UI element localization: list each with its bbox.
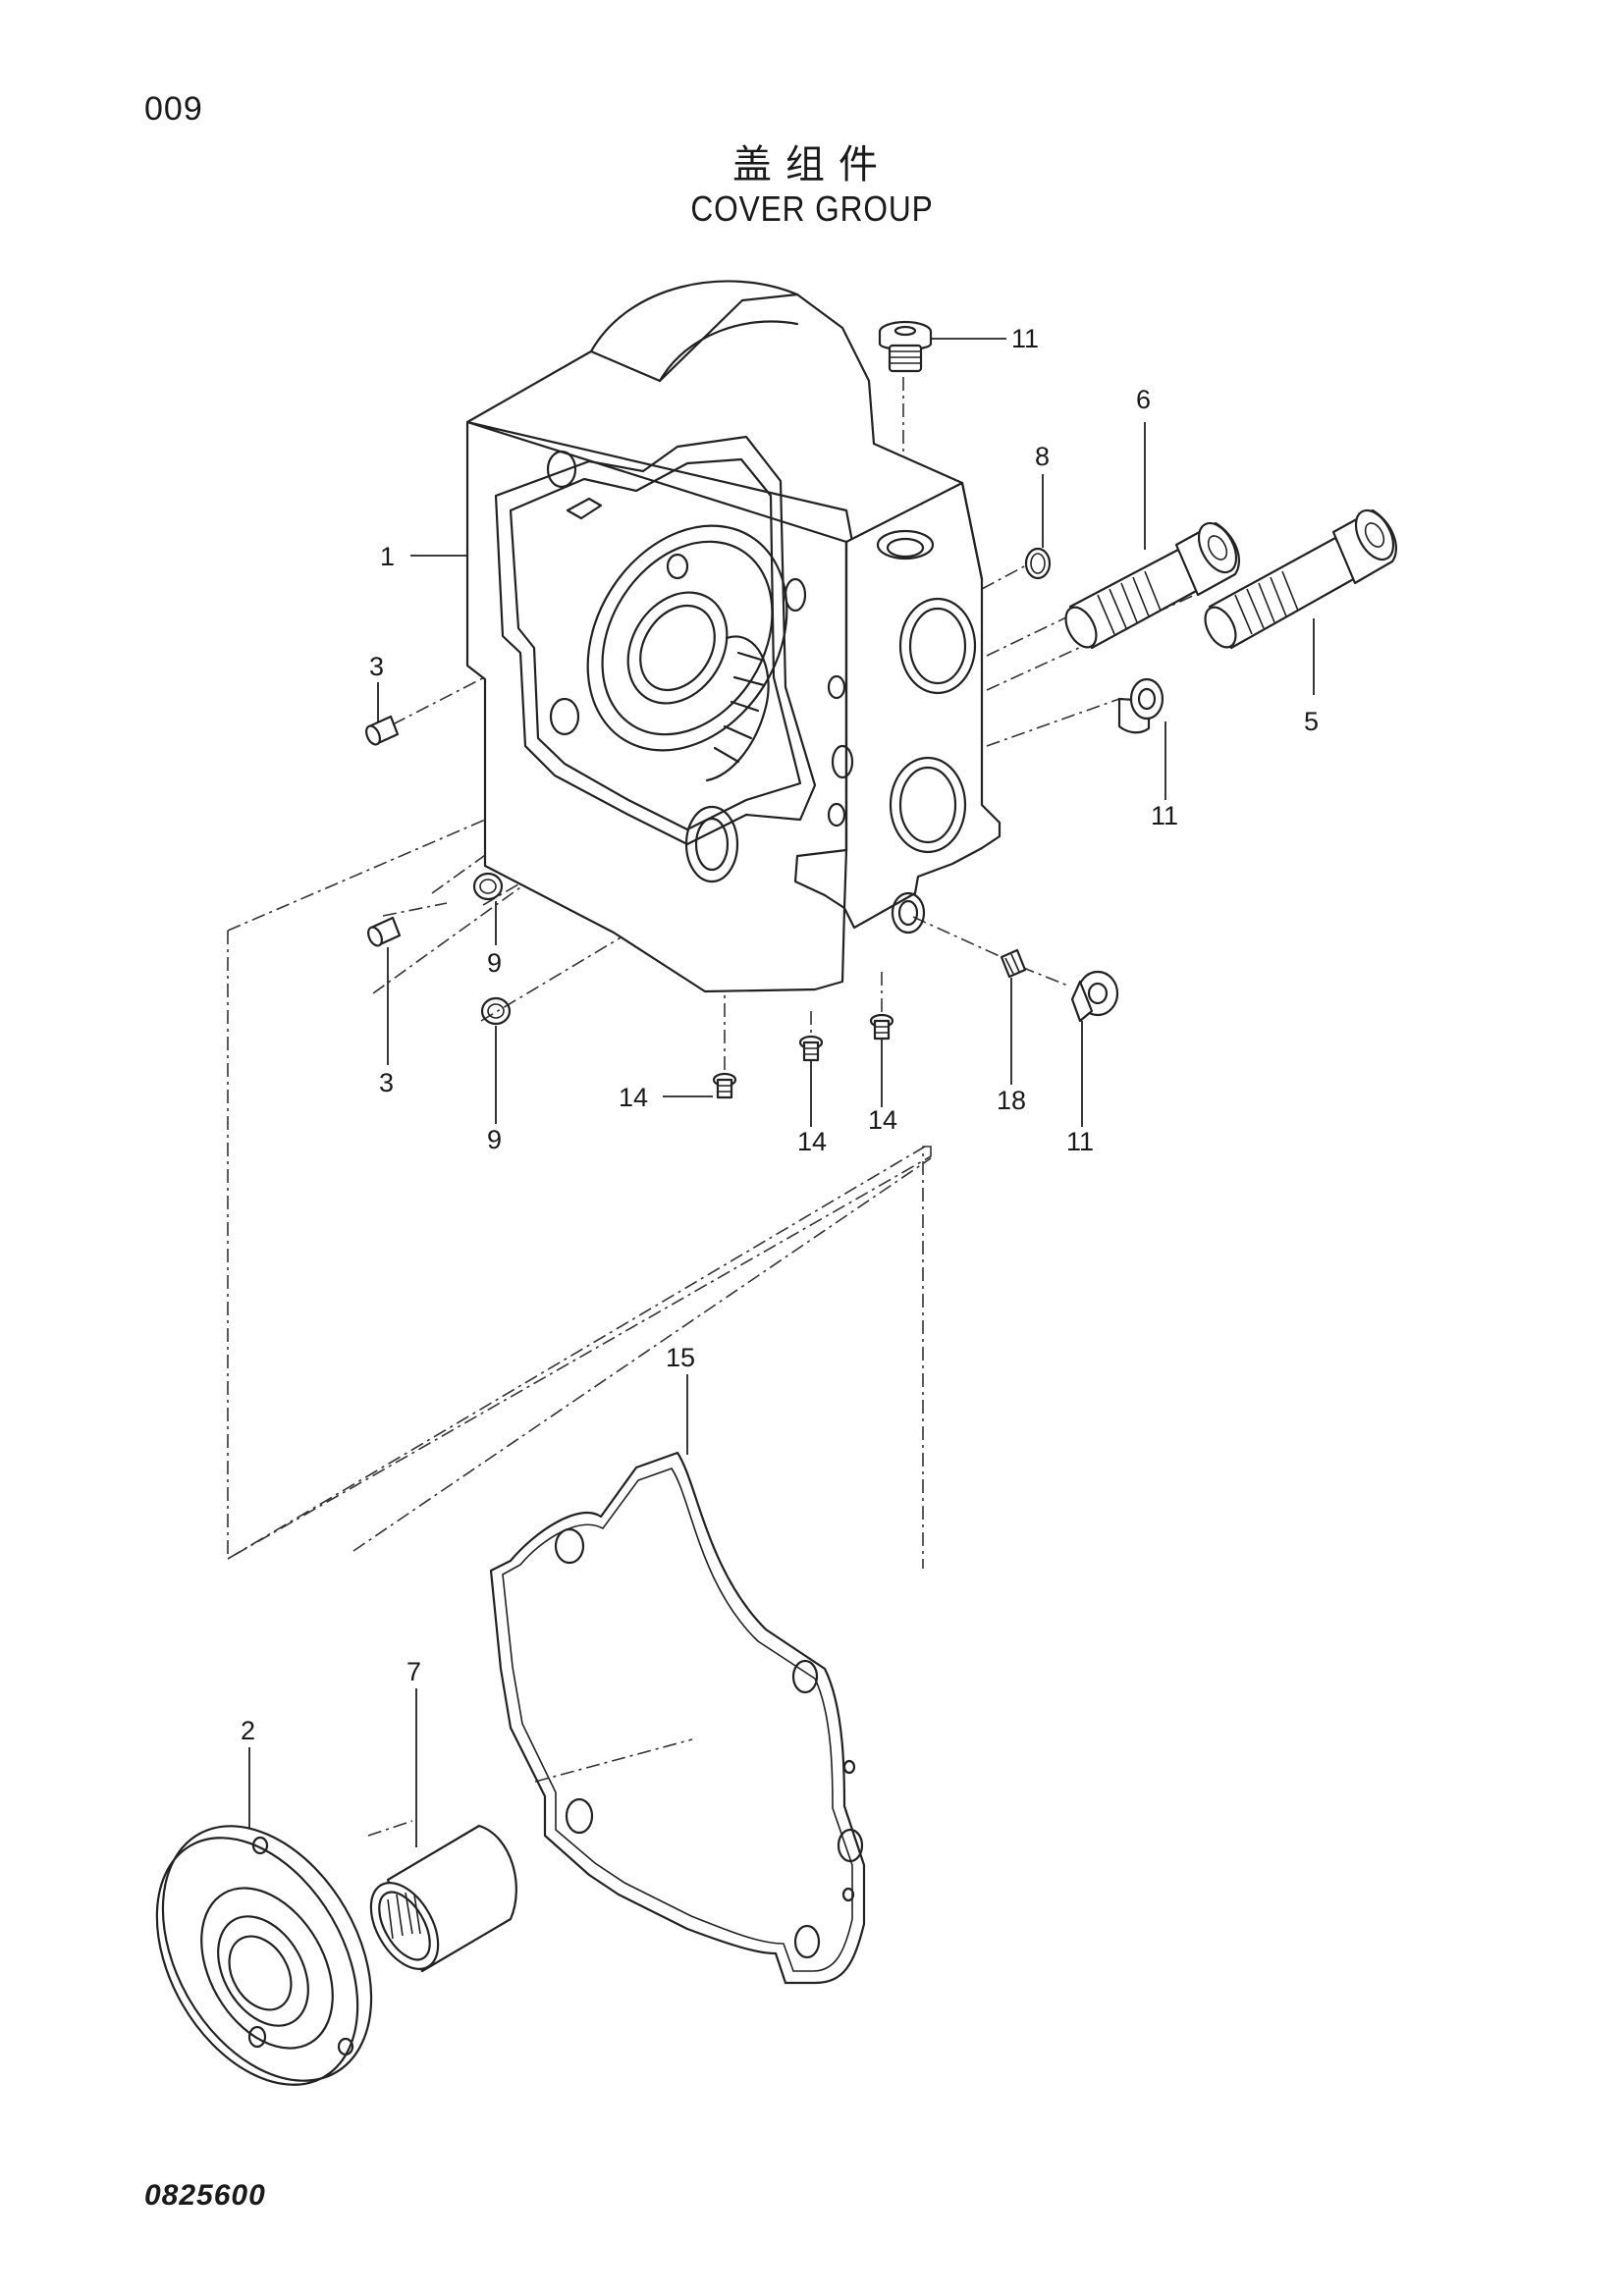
plug-top (878, 320, 933, 373)
callout-9-lower: 9 (487, 1125, 502, 1154)
title-chinese: 盖组件 (732, 142, 892, 187)
bolt-6 (1064, 521, 1240, 650)
leader-lines (248, 338, 1315, 1847)
callout-15: 15 (666, 1343, 695, 1372)
cover-housing (465, 280, 1001, 993)
screw-14-a (712, 1072, 737, 1099)
callout-14-c: 14 (868, 1105, 897, 1135)
callout-14-a: 14 (619, 1083, 648, 1112)
callout-6: 6 (1136, 385, 1151, 414)
valve-plate-2 (155, 1825, 373, 2086)
title-english: COVER GROUP (690, 188, 934, 229)
callout-5: 5 (1304, 707, 1319, 736)
callout-7: 7 (406, 1657, 421, 1686)
needle-bearing-7 (369, 1824, 517, 1973)
screw-14-b (798, 1035, 824, 1062)
callout-11-low: 11 (1066, 1127, 1094, 1156)
screw-14-c (869, 1013, 894, 1041)
set-screw-18 (1000, 948, 1027, 979)
callout-3-lower: 3 (379, 1068, 394, 1097)
callout-1: 1 (380, 542, 395, 571)
pin-3-upper (365, 715, 400, 746)
callout-2: 2 (241, 1716, 255, 1745)
bolt-5 (1204, 508, 1397, 650)
callout-9-upper: 9 (487, 948, 502, 978)
o-ring-8 (1024, 547, 1052, 580)
callout-18: 18 (997, 1086, 1026, 1115)
o-ring-9-lower (480, 996, 512, 1026)
callout-11-top: 11 (1011, 324, 1039, 353)
gasket-15 (489, 1451, 866, 1985)
callout-8: 8 (1035, 442, 1050, 471)
callout-labels: 11 6 8 1 3 5 11 9 3 9 14 14 14 18 11 15 … (241, 324, 1319, 1745)
o-ring-9-upper (472, 872, 504, 901)
plug-mid (1117, 677, 1164, 734)
callout-11-mid: 11 (1151, 801, 1178, 830)
document-number: 0825600 (144, 2179, 266, 2212)
plug-low (1070, 970, 1119, 1023)
callout-14-b: 14 (797, 1127, 827, 1156)
callout-3-upper: 3 (369, 652, 384, 681)
pin-3-lower (367, 916, 402, 947)
page-number: 009 (144, 90, 203, 128)
